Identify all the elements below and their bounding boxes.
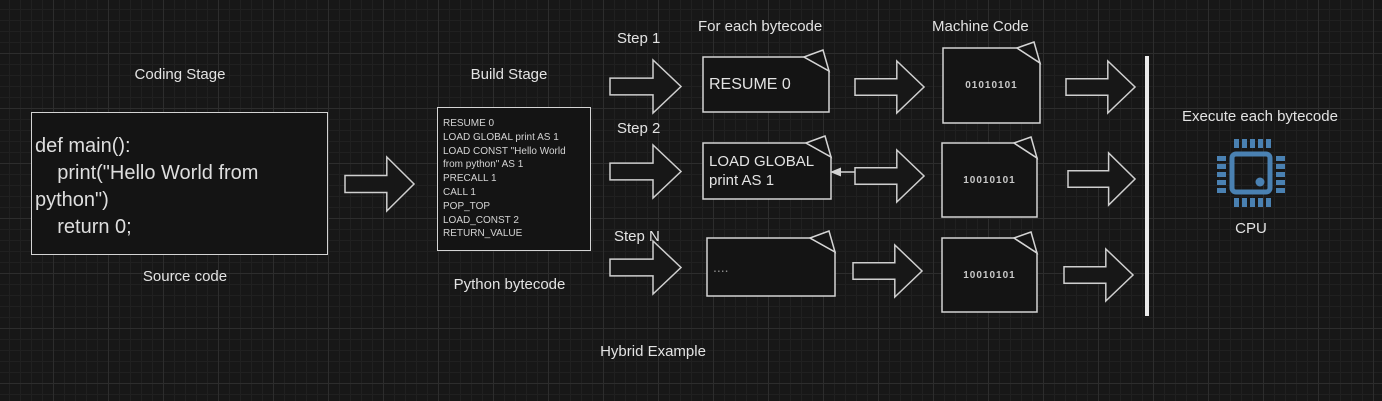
arrow-machine-to-cpu-1 [1066, 60, 1136, 114]
coding-stage-title: Coding Stage [134, 66, 226, 83]
for-each-bytecode-title: For each bytecode [698, 18, 823, 35]
source-code-box: def main(): print("Hello World from pyth… [31, 112, 328, 255]
arrow-step-n [610, 240, 682, 295]
bytecode-note-step-1-text: RESUME 0 [709, 75, 791, 93]
bytecode-note-step-1 [702, 49, 831, 113]
arrow-machine-to-cpu-n [1064, 248, 1134, 302]
arrow-bytecode-to-machine-2 [855, 149, 925, 203]
execute-each-bytecode-title: Execute each bytecode [1182, 108, 1338, 125]
step-2-label: Step 2 [617, 120, 661, 137]
machine-code-note-2-text: 10010101 [963, 174, 1016, 186]
machine-code-note-2 [941, 136, 1039, 218]
machine-code-note-n [941, 231, 1039, 313]
diagram-title: Hybrid Example [600, 343, 706, 360]
source-code-caption: Source code [142, 268, 228, 285]
cpu-bus-bar [1145, 56, 1149, 316]
step-n-label: Step N [614, 228, 660, 245]
machine-code-note-1 [942, 41, 1042, 124]
bytecode-note-step-n [706, 230, 837, 297]
python-bytecode-box: RESUME 0 LOAD GLOBAL print AS 1 LOAD CON… [437, 107, 591, 251]
bytecode-note-step-2-text: LOAD GLOBAL print AS 1 [709, 153, 814, 189]
feedback-arrow-step-2 [830, 167, 858, 177]
arrow-machine-to-cpu-2 [1068, 152, 1136, 206]
machine-code-note-1-text: 01010101 [965, 80, 1018, 91]
python-bytecode-caption: Python bytecode [453, 276, 566, 293]
machine-code-title: Machine Code [932, 18, 1029, 35]
machine-code-note-n-text: 10010101 [963, 269, 1016, 281]
step-1-label: Step 1 [617, 30, 661, 47]
arrow-step-1 [610, 59, 682, 114]
arrow-bytecode-to-machine-n [853, 244, 923, 298]
bytecode-note-step-2 [702, 135, 833, 200]
cpu-label: CPU [1235, 220, 1267, 237]
arrow-step-2 [610, 144, 682, 199]
cpu-chip-icon [1217, 139, 1285, 207]
build-stage-title: Build Stage [470, 66, 548, 83]
arrow-bytecode-to-machine-1 [855, 60, 925, 114]
arrow-source-to-build [345, 156, 415, 212]
bytecode-note-step-n-text: .... [713, 259, 729, 275]
